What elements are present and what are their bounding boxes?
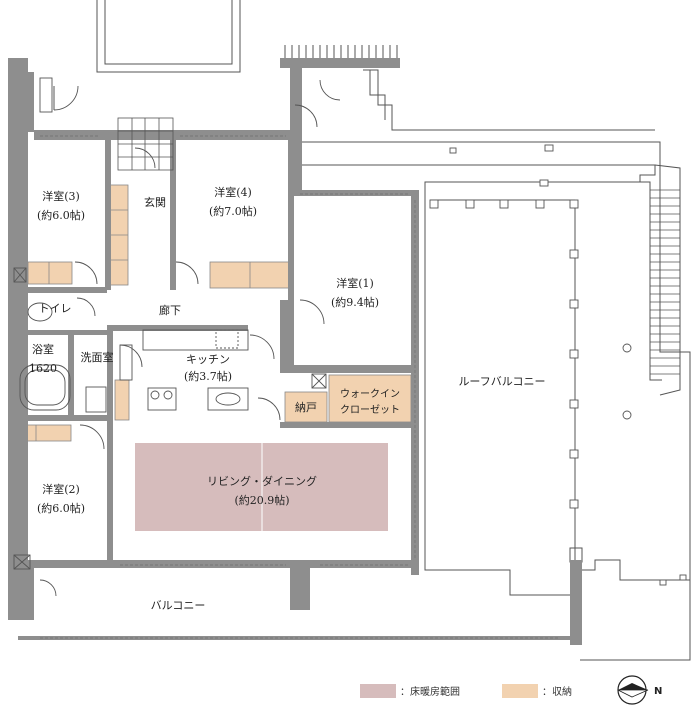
roof-balcony-label: ルーフバルコニー [458,375,545,388]
bath-name: 浴室 [32,342,54,356]
door-swings [39,79,341,597]
corridor-label: 廊下 [159,303,181,317]
walkin-label-2: クローゼット [340,404,400,416]
fixtures [13,77,327,570]
stairs [650,189,680,375]
western2-name: 洋室(2) [42,482,80,496]
legend-storage-swatch [502,684,538,698]
kitchen-size: (約3.7帖) [184,369,232,383]
western1-size: (約9.4帖) [331,295,379,309]
compass-icon: N [617,675,662,705]
western3-size: (約6.0帖) [37,208,85,222]
legend-floor-heating-swatch [360,684,396,698]
closet-label: 納戸 [295,401,317,414]
living-size: (約20.9帖) [234,493,289,507]
legend-storage-label: ：収納 [542,685,572,698]
compass-label: N [654,686,662,697]
walkin-label-1: ウォークイン [340,388,400,400]
bath-size: 1620 [29,362,57,375]
entrance-label: 玄関 [144,195,166,209]
toilet-label: トイレ [39,302,72,315]
western2-size: (約6.0帖) [37,501,85,515]
storage-areas [14,184,412,442]
western4-size: (約7.0帖) [209,204,257,218]
balcony-label: バルコニー [151,599,206,612]
entrance-grid [117,117,174,171]
western4-name: 洋室(4) [214,185,252,199]
legend: ：床暖房範囲 ：収納 [360,684,572,698]
western1-name: 洋室(1) [336,276,374,290]
living-name: リビング・ダイニング [207,474,317,488]
roof-pillars [429,144,687,586]
top-railing [96,0,398,73]
western3-name: 洋室(3) [42,189,80,203]
window-lines [40,135,560,639]
legend-floor-heating-label: ：床暖房範囲 [400,685,460,698]
kitchen-name: キッチン [186,353,230,366]
washroom-label: 洗面室 [81,350,114,364]
